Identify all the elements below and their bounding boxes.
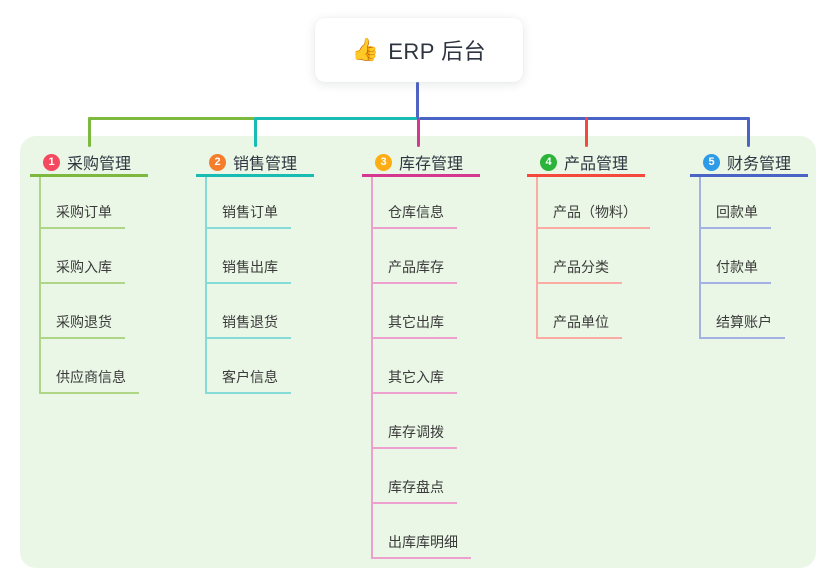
branch-children: 回款单 付款单 结算账户	[699, 177, 808, 339]
branch-finance: 5 财务管理 回款单 付款单 结算账户	[690, 150, 808, 339]
badge-2-icon: 2	[209, 153, 226, 171]
child-node-label[interactable]: 供应商信息	[39, 367, 139, 394]
child-node: 回款单	[699, 177, 808, 229]
bus-line-purchase	[88, 117, 255, 120]
bus-line-sales	[255, 117, 417, 120]
branch-sales: 2 销售管理 销售订单 销售出库 销售退货 客户信息	[196, 150, 314, 394]
child-node-label[interactable]: 采购退货	[39, 312, 125, 339]
branch-label: 财务管理	[727, 156, 792, 173]
branch-node-product[interactable]: 4 产品管理	[527, 150, 645, 177]
child-node-label[interactable]: 库存调拨	[371, 422, 457, 449]
badge-5-icon: 5	[703, 153, 720, 171]
child-node-label[interactable]: 回款单	[699, 202, 771, 229]
mindmap-background	[20, 136, 816, 568]
child-node: 产品（物料）	[536, 177, 650, 229]
child-node: 产品分类	[536, 229, 645, 284]
child-node: 付款单	[699, 229, 808, 284]
child-node: 库存盘点	[371, 449, 480, 504]
root-node-label: ERP 后台	[388, 39, 487, 64]
drop-line-sales	[254, 117, 257, 147]
child-node-label[interactable]: 产品分类	[536, 257, 622, 284]
drop-line-inventory	[417, 119, 420, 147]
child-node-label[interactable]: 其它出库	[371, 312, 457, 339]
child-node-label[interactable]: 采购订单	[39, 202, 125, 229]
child-node: 产品单位	[536, 284, 645, 339]
branch-children: 采购订单 采购入库 采购退货 供应商信息	[39, 177, 148, 394]
child-node: 销售出库	[205, 229, 314, 284]
child-node: 结算账户	[699, 284, 808, 339]
drop-line-product	[585, 117, 588, 147]
child-node: 其它入库	[371, 339, 480, 394]
branch-children: 仓库信息 产品库存 其它出库 其它入库 库存调拨 库存盘点 出库库明细	[371, 177, 480, 559]
child-node-label[interactable]: 出库库明细	[371, 532, 471, 559]
child-node-label[interactable]: 仓库信息	[371, 202, 457, 229]
child-node-label[interactable]: 产品库存	[371, 257, 457, 284]
child-node-label[interactable]: 销售订单	[205, 202, 291, 229]
branch-label: 采购管理	[67, 156, 132, 173]
root-stem-line	[416, 82, 419, 120]
child-node: 其它出库	[371, 284, 480, 339]
child-node-label[interactable]: 库存盘点	[371, 477, 457, 504]
drop-line-finance	[747, 117, 750, 147]
drop-line-purchase	[88, 117, 91, 147]
badge-1-icon: 1	[43, 153, 60, 171]
child-node: 销售订单	[205, 177, 314, 229]
branch-children: 产品（物料） 产品分类 产品单位	[536, 177, 650, 339]
child-node: 采购入库	[39, 229, 148, 284]
branch-label: 库存管理	[399, 156, 464, 173]
child-node-label[interactable]: 销售退货	[205, 312, 291, 339]
child-node: 销售退货	[205, 284, 314, 339]
child-node-label[interactable]: 付款单	[699, 257, 771, 284]
branch-label: 产品管理	[564, 156, 629, 173]
branch-node-sales[interactable]: 2 销售管理	[196, 150, 314, 177]
branch-node-finance[interactable]: 5 财务管理	[690, 150, 808, 177]
branch-node-purchase[interactable]: 1 采购管理	[30, 150, 148, 177]
branch-label: 销售管理	[233, 156, 298, 173]
child-node: 供应商信息	[39, 339, 148, 394]
child-node: 采购订单	[39, 177, 148, 229]
child-node-label[interactable]: 结算账户	[699, 312, 785, 339]
child-node: 客户信息	[205, 339, 314, 394]
child-node: 库存调拨	[371, 394, 480, 449]
child-node-label[interactable]: 产品（物料）	[536, 202, 650, 229]
branch-purchase: 1 采购管理 采购订单 采购入库 采购退货 供应商信息	[30, 150, 148, 394]
branch-node-inventory[interactable]: 3 库存管理	[362, 150, 480, 177]
child-node: 产品库存	[371, 229, 480, 284]
child-node-label[interactable]: 其它入库	[371, 367, 457, 394]
child-node: 仓库信息	[371, 177, 480, 229]
branch-children: 销售订单 销售出库 销售退货 客户信息	[205, 177, 314, 394]
thumbs-up-icon: 👍	[351, 37, 380, 62]
child-node-label[interactable]: 产品单位	[536, 312, 622, 339]
branch-inventory: 3 库存管理 仓库信息 产品库存 其它出库 其它入库 库存调拨 库存盘点 出库库…	[362, 150, 480, 559]
bus-line-finance	[419, 117, 750, 120]
child-node: 采购退货	[39, 284, 148, 339]
root-node-erp[interactable]: 👍 ERP 后台	[315, 18, 523, 82]
child-node: 出库库明细	[371, 504, 480, 559]
child-node-label[interactable]: 销售出库	[205, 257, 291, 284]
branch-product: 4 产品管理 产品（物料） 产品分类 产品单位	[527, 150, 650, 339]
badge-3-icon: 3	[375, 153, 392, 171]
badge-4-icon: 4	[540, 153, 557, 171]
child-node-label[interactable]: 客户信息	[205, 367, 291, 394]
child-node-label[interactable]: 采购入库	[39, 257, 125, 284]
